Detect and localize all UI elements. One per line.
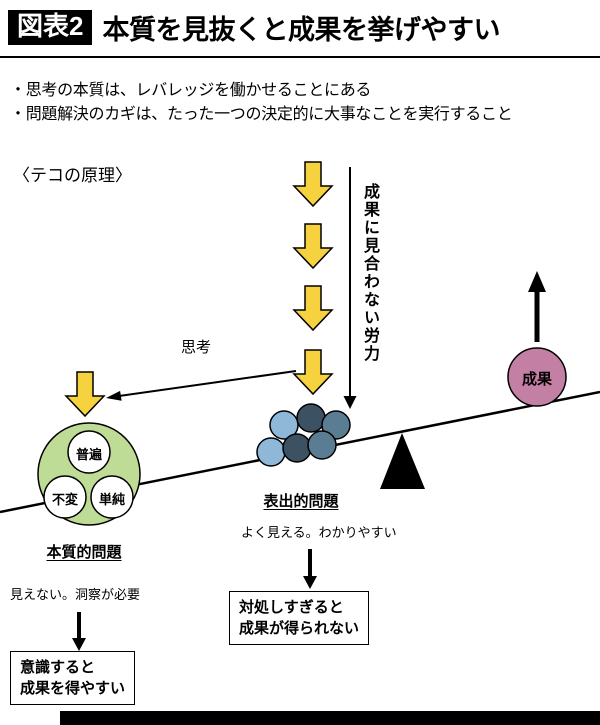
essential-outcome-line1: 意識すると bbox=[20, 659, 96, 676]
surface-problem-circle bbox=[296, 403, 326, 433]
down-block-arrow-4-icon bbox=[292, 349, 334, 396]
effort-arrowhead-icon bbox=[343, 396, 357, 409]
surface-outcome-box: 対処しすぎると 成果が得られない bbox=[229, 591, 370, 645]
surface-outcome-line1: 対処しすぎると bbox=[239, 599, 344, 616]
figure-header: 図表2 本質を見抜くと成果を挙げやすい bbox=[8, 8, 500, 47]
essential-down-arrowhead-icon bbox=[72, 638, 86, 651]
bullet-leverage: ・思考の本質は、レバレッジを働かせることにある bbox=[10, 82, 372, 99]
surface-problem-circle bbox=[269, 410, 299, 440]
essential-problem-label: 本質的問題 bbox=[46, 544, 122, 561]
surface-problem-circle bbox=[321, 410, 351, 440]
down-block-arrow-left-icon bbox=[64, 371, 106, 418]
essential-outcome-box: 意識すると 成果を得やすい bbox=[10, 651, 136, 705]
thinking-arrowhead-icon bbox=[106, 390, 122, 401]
surface-problem-label: 表出的問題 bbox=[263, 493, 339, 510]
essence-sub-circle-universal bbox=[67, 430, 111, 474]
result-label: 成果 bbox=[521, 371, 552, 388]
effort-label: 成果に見合わない労力 bbox=[361, 183, 378, 363]
essence-sub-circle-simple bbox=[90, 475, 134, 519]
surface-outcome-line2: 成果が得られない bbox=[239, 620, 360, 637]
essential-problem-note: 見えない。洞察が必要 bbox=[10, 587, 141, 602]
thinking-label: 思考 bbox=[181, 339, 212, 356]
surface-problem-note: よく見える。わかりやすい bbox=[241, 525, 397, 540]
thinking-arrow-line bbox=[118, 370, 297, 397]
essence-circle-label-simple: 単純 bbox=[98, 492, 125, 507]
essence-sub-circle-unchanging bbox=[43, 475, 87, 519]
result-circle bbox=[507, 347, 567, 407]
essence-circle-label-universal: 普遍 bbox=[75, 447, 102, 462]
figure-tag: 図表2 bbox=[8, 9, 93, 46]
result-up-arrowhead-icon bbox=[528, 271, 546, 292]
down-block-arrow-1-icon bbox=[292, 161, 334, 208]
surface-problem-circle bbox=[307, 430, 337, 460]
surface-problem-circle bbox=[282, 433, 312, 463]
essential-outcome-line2: 成果を得やすい bbox=[20, 680, 126, 697]
header-divider bbox=[0, 56, 600, 58]
surface-down-arrowhead-icon bbox=[303, 576, 317, 589]
fulcrum-triangle bbox=[380, 433, 425, 489]
lever-principle-label: 〈テコの原理〉 bbox=[13, 166, 132, 185]
figure-title: 本質を見抜くと成果を挙げやすい bbox=[102, 15, 500, 45]
essence-circle-label-unchanging: 不変 bbox=[51, 492, 78, 507]
down-block-arrow-2-icon bbox=[292, 223, 334, 270]
bullet-key-action: ・問題解決のカギは、たった一つの決定的に大事なことを実行すること bbox=[10, 106, 513, 123]
surface-problem-circle bbox=[256, 437, 286, 467]
footer-bar bbox=[60, 711, 600, 725]
down-block-arrow-3-icon bbox=[292, 285, 334, 332]
